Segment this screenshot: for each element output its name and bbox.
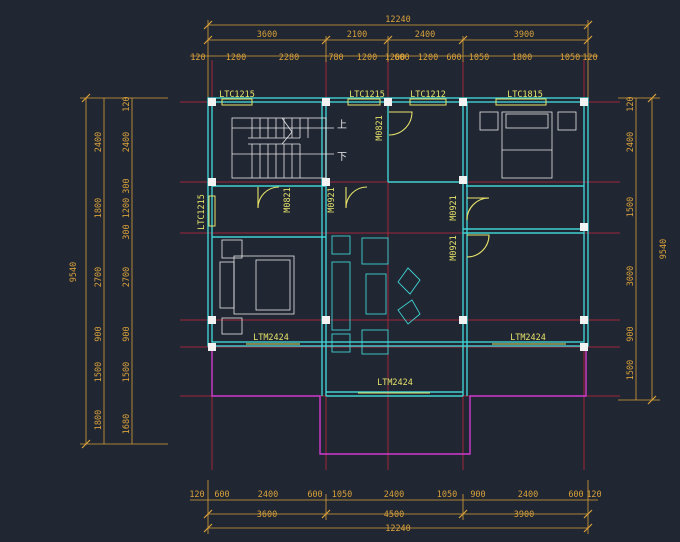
bottom-inner-dim: 1050	[332, 490, 352, 500]
right-inner-dim: 1500	[626, 197, 636, 217]
stair	[231, 117, 334, 179]
right-inner-dim: 2400	[626, 132, 636, 152]
bottom-mid-dim: 3900	[514, 510, 534, 520]
side-dimension-lines	[80, 97, 660, 445]
left-inner-dim: 2400	[122, 132, 132, 152]
window-label: LTC1215	[349, 90, 385, 100]
dimension-ticks	[81, 20, 657, 533]
top-inner-dim: 1050	[560, 53, 580, 63]
top-mid-dim: 3600	[257, 30, 277, 40]
top-inner-dim: 600	[394, 53, 409, 63]
left-inner-dim: 900	[122, 326, 132, 341]
door-label: M0821	[375, 115, 385, 141]
top-mid-dim: 2100	[347, 30, 367, 40]
bottom-inner-dim: 1050	[437, 490, 457, 500]
left-inner-dim: 120	[122, 96, 132, 111]
sliding-door-label: LTM2424	[510, 333, 546, 343]
top-inner-dim: 1200	[385, 53, 405, 63]
bedroom-furniture-right	[479, 111, 577, 179]
grid-lines	[180, 60, 620, 470]
walls	[207, 97, 589, 397]
window-label: LTC1212	[410, 90, 446, 100]
slab-outline	[211, 347, 587, 455]
left-inner-dim: 300	[122, 178, 132, 193]
left-inner-dim: 2700	[122, 267, 132, 287]
left-outer-dim: 1500	[94, 362, 104, 382]
top-inner-dim: 1800	[512, 53, 532, 63]
bedroom-furniture-left	[219, 239, 295, 335]
bottom-dimension-lines	[190, 480, 598, 534]
left-inner-dim: 1500	[122, 362, 132, 382]
doors	[257, 111, 490, 258]
right-inner-dim: 900	[626, 326, 636, 341]
right-inner-dim: 120	[626, 96, 636, 111]
bottom-inner-dim: 600	[307, 490, 322, 500]
left-inner-dim: 1200	[122, 198, 132, 218]
left-inner-dim: 1680	[122, 414, 132, 434]
bottom-mid-dim: 4500	[384, 510, 404, 520]
stair-up-label: 上	[337, 119, 347, 131]
top-dimension-lines	[190, 20, 598, 100]
top-inner-dim: 1200	[357, 53, 377, 63]
bottom-mid-dim: 3600	[257, 510, 277, 520]
top-inner-dim: 2280	[279, 53, 299, 63]
top-mid-dim: 3900	[514, 30, 534, 40]
window-label: LTC1215	[219, 90, 255, 100]
left-outer-dim: 2700	[94, 267, 104, 287]
top-inner-dim: 1050	[469, 53, 489, 63]
bottom-inner-dim: 2400	[518, 490, 538, 500]
top-inner-dim: 1200	[418, 53, 438, 63]
bottom-inner-dim: 120	[189, 490, 204, 500]
door-label: M0821	[283, 187, 293, 213]
bottom-inner-dim: 120	[586, 490, 601, 500]
left-outer-dim: 1800	[94, 198, 104, 218]
top-inner-dim: 780	[328, 53, 343, 63]
dimension-texts: 12240 3600 2100 2400 3900 120 1200 2280 780 1200 1…	[69, 15, 669, 534]
right-inner-dim: 1500	[626, 360, 636, 380]
sliding-door-label: LTM2424	[253, 333, 289, 343]
bottom-inner-dim: 900	[470, 490, 485, 500]
top-inner-dim: 120	[190, 53, 205, 63]
door-label: M0921	[327, 187, 337, 213]
left-outer-dim: 1800	[94, 410, 104, 430]
left-total-dim: 9540	[69, 262, 79, 282]
top-mid-dim: 2400	[415, 30, 435, 40]
bottom-inner-dim: 600	[568, 490, 583, 500]
window-label: LTC1815	[507, 90, 543, 100]
bottom-inner-dim: 600	[214, 490, 229, 500]
left-outer-dim: 900	[94, 326, 104, 341]
door-label: M0921	[449, 195, 459, 221]
bottom-inner-dim: 2400	[384, 490, 404, 500]
left-outer-dim: 2400	[94, 132, 104, 152]
bottom-total-dim: 12240	[385, 524, 411, 534]
columns	[208, 98, 588, 351]
right-total-dim: 9540	[659, 239, 669, 259]
top-total-dim: 12240	[385, 15, 411, 25]
windows	[208, 98, 566, 394]
bottom-inner-dim: 2400	[258, 490, 278, 500]
top-inner-dim: 1200	[226, 53, 246, 63]
living-furniture	[331, 235, 421, 355]
window-label: LTC1215	[197, 194, 207, 230]
sliding-door-label: LTM2424	[377, 378, 413, 388]
top-inner-dim: 600	[446, 53, 461, 63]
stair-down-label: 下	[337, 152, 347, 163]
top-inner-dim: 120	[582, 53, 597, 63]
door-label: M0921	[449, 235, 459, 261]
left-inner-dim: 300	[122, 224, 132, 239]
right-inner-dim: 3000	[626, 266, 636, 286]
